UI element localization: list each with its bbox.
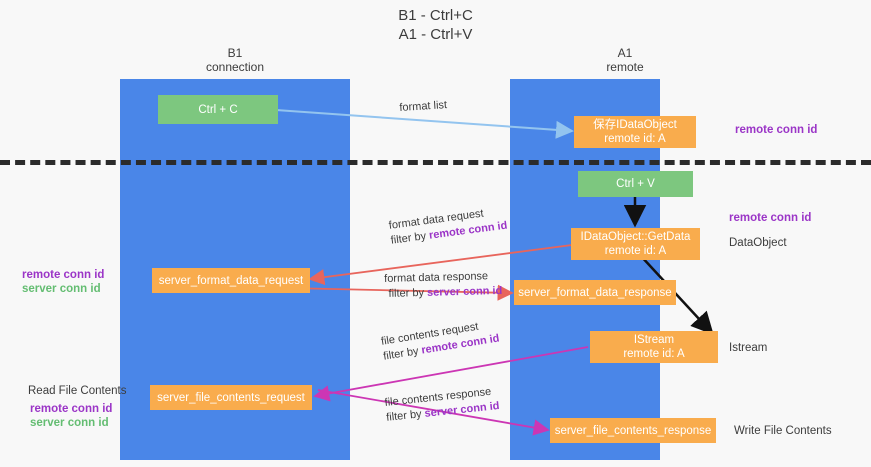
column-header-a1: A1 remote — [606, 46, 644, 74]
node-ctrl-v[interactable]: Ctrl + V — [578, 171, 693, 197]
filter-prefix: filter by — [388, 286, 428, 300]
annotation-read-file-contents: Read File Contents — [28, 385, 127, 397]
annotation-left-server-conn-id: server conn id — [22, 283, 101, 295]
annotation-write-file-contents: Write File Contents — [734, 425, 832, 437]
edge-label-format-list-text: format list — [399, 99, 448, 114]
filter-prefix: filter by — [385, 407, 426, 424]
phase-divider — [0, 160, 871, 165]
edge-label-format-data-response: format data response filter by server co… — [384, 269, 502, 302]
annotation-istream: Istream — [729, 342, 768, 354]
annotation-remote-conn-id-top: remote conn id — [735, 124, 818, 136]
annotation-remote-conn-id-mid: remote conn id — [729, 212, 812, 224]
filter-highlight: server conn id — [426, 284, 503, 299]
filter-prefix: filter by — [390, 229, 430, 247]
arrow-file-contents-response — [317, 389, 550, 436]
column-header-b1: B1 connection — [205, 46, 265, 74]
node-ctrl-c[interactable]: Ctrl + C — [158, 95, 278, 124]
node-idataobject-top[interactable]: 保存IDataObject remote id: A — [574, 116, 696, 148]
annotation-left-server-conn-id-2: server conn id — [30, 417, 109, 429]
arrow-format-data-request — [308, 244, 573, 286]
node-server-format-data-response[interactable]: server_format_data_response — [514, 280, 676, 305]
edge-label-format-list: format list — [399, 98, 448, 116]
node-server-file-contents-request[interactable]: server_file_contents_request — [150, 385, 312, 410]
annotation-dataobject: DataObject — [729, 237, 787, 249]
edge-label-format-data-response-line2: filter by server conn id — [384, 284, 502, 302]
node-idataobject-getdata[interactable]: IDataObject::GetData remote id: A — [571, 228, 700, 260]
annotation-left-remote-conn-id: remote conn id — [22, 269, 105, 281]
arrow-file-contents-request — [313, 346, 589, 402]
annotation-left-remote-conn-id-2: remote conn id — [30, 403, 113, 415]
arrow-format-list — [275, 109, 574, 139]
arrow-getdata-istream — [639, 254, 714, 335]
node-server-format-data-request[interactable]: server_format_data_request — [152, 268, 310, 293]
node-istream[interactable]: IStream remote id: A — [590, 331, 718, 363]
node-server-file-contents-response[interactable]: server_file_contents_response — [550, 418, 716, 443]
page-title: B1 - Ctrl+C A1 - Ctrl+V — [398, 7, 473, 43]
